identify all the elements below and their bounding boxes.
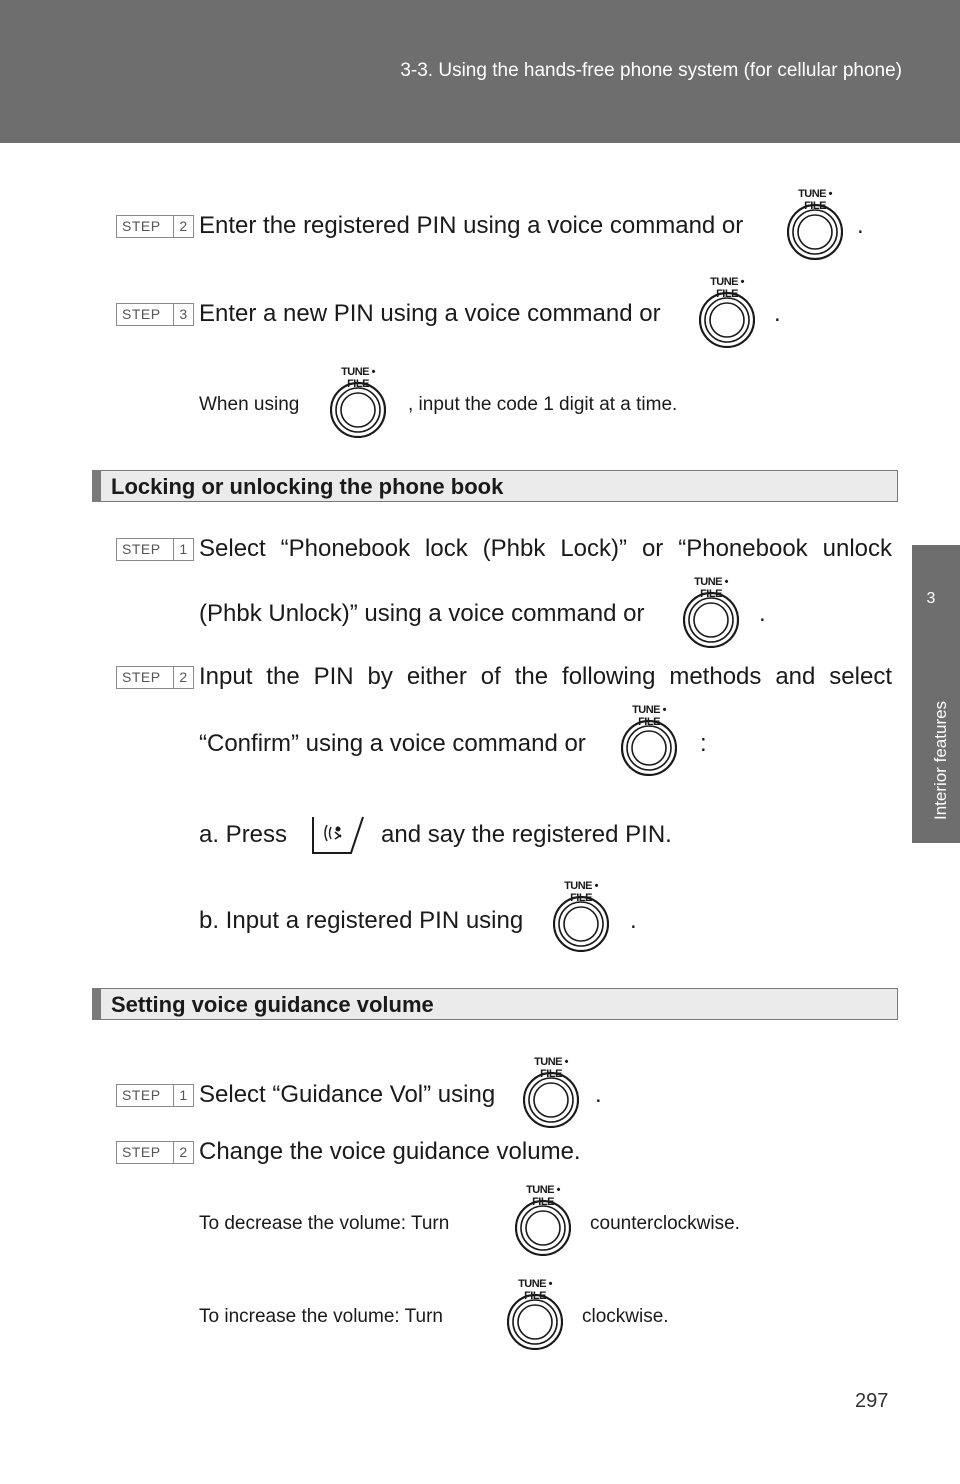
chapter-label: Interior features (931, 700, 950, 820)
step-text: Select “Phonebook lock (Phbk Lock)” or “… (199, 535, 892, 562)
tune-file-knob-icon: TUNE • FILE (553, 880, 609, 952)
step-tail: . (630, 907, 637, 934)
note-text: To increase the volume: Turn (199, 1306, 443, 1327)
section-heading: Locking or unlocking the phone book (92, 470, 898, 502)
step-tail: . (759, 600, 766, 627)
step-text: (Phbk Unlock)” using a voice command or (199, 600, 645, 627)
knob-label: TUNE • FILE (710, 276, 744, 300)
chapter-tab (912, 545, 960, 843)
section-title: Setting voice guidance volume (111, 992, 434, 1017)
chapter-number: 3 (926, 590, 936, 607)
page-number: 297 (855, 1390, 889, 1412)
step-tail: . (774, 300, 781, 327)
section-heading: Setting voice guidance volume (92, 988, 898, 1020)
step-text: “Confirm” using a voice command or (199, 730, 586, 757)
tune-file-knob-icon: TUNE • FILE (523, 1056, 579, 1128)
step-tail: : (700, 730, 707, 757)
section-title: Locking or unlocking the phone book (111, 474, 504, 499)
note-text: To decrease the volume: Turn (199, 1213, 450, 1234)
option-a-text: a. Press (199, 821, 288, 848)
note-text: , input the code 1 digit at a time. (408, 394, 678, 415)
option-a-text: and say the registered PIN. (381, 821, 672, 848)
note-text: counterclockwise. (590, 1213, 740, 1234)
talk-switch-icon (312, 816, 364, 854)
step-tail: . (857, 212, 864, 239)
tune-file-knob-icon: TUNE • FILE (330, 366, 386, 438)
knob-label: TUNE • FILE (798, 188, 832, 212)
tune-file-knob-icon: TUNE • FILE (515, 1184, 571, 1256)
tune-file-knob-icon: TUNE • FILE (507, 1278, 563, 1350)
step-text: Input the PIN by either of the following… (199, 663, 892, 690)
tune-file-knob-icon: TUNE • FILE (699, 276, 755, 348)
option-b-text: b. Input a registered PIN using (199, 907, 524, 934)
step-text: Change the voice guidance volume. (199, 1138, 581, 1165)
step-text: Enter the registered PIN using a voice c… (199, 212, 744, 239)
tune-file-knob-icon: TUNE • FILE (621, 704, 677, 776)
note-text: clockwise. (582, 1306, 669, 1327)
step-tail: . (595, 1081, 602, 1108)
step-text: Enter a new PIN using a voice command or (199, 300, 661, 327)
tune-file-knob-icon: TUNE • FILE (683, 576, 739, 648)
header-title: 3-3. Using the hands-free phone system (… (400, 60, 902, 81)
tune-file-knob-icon: TUNE • FILE (787, 188, 843, 260)
step-text: Select “Guidance Vol” using (199, 1081, 496, 1108)
page-header: 3-3. Using the hands-free phone system (… (0, 0, 960, 143)
note-text: When using (199, 394, 300, 415)
